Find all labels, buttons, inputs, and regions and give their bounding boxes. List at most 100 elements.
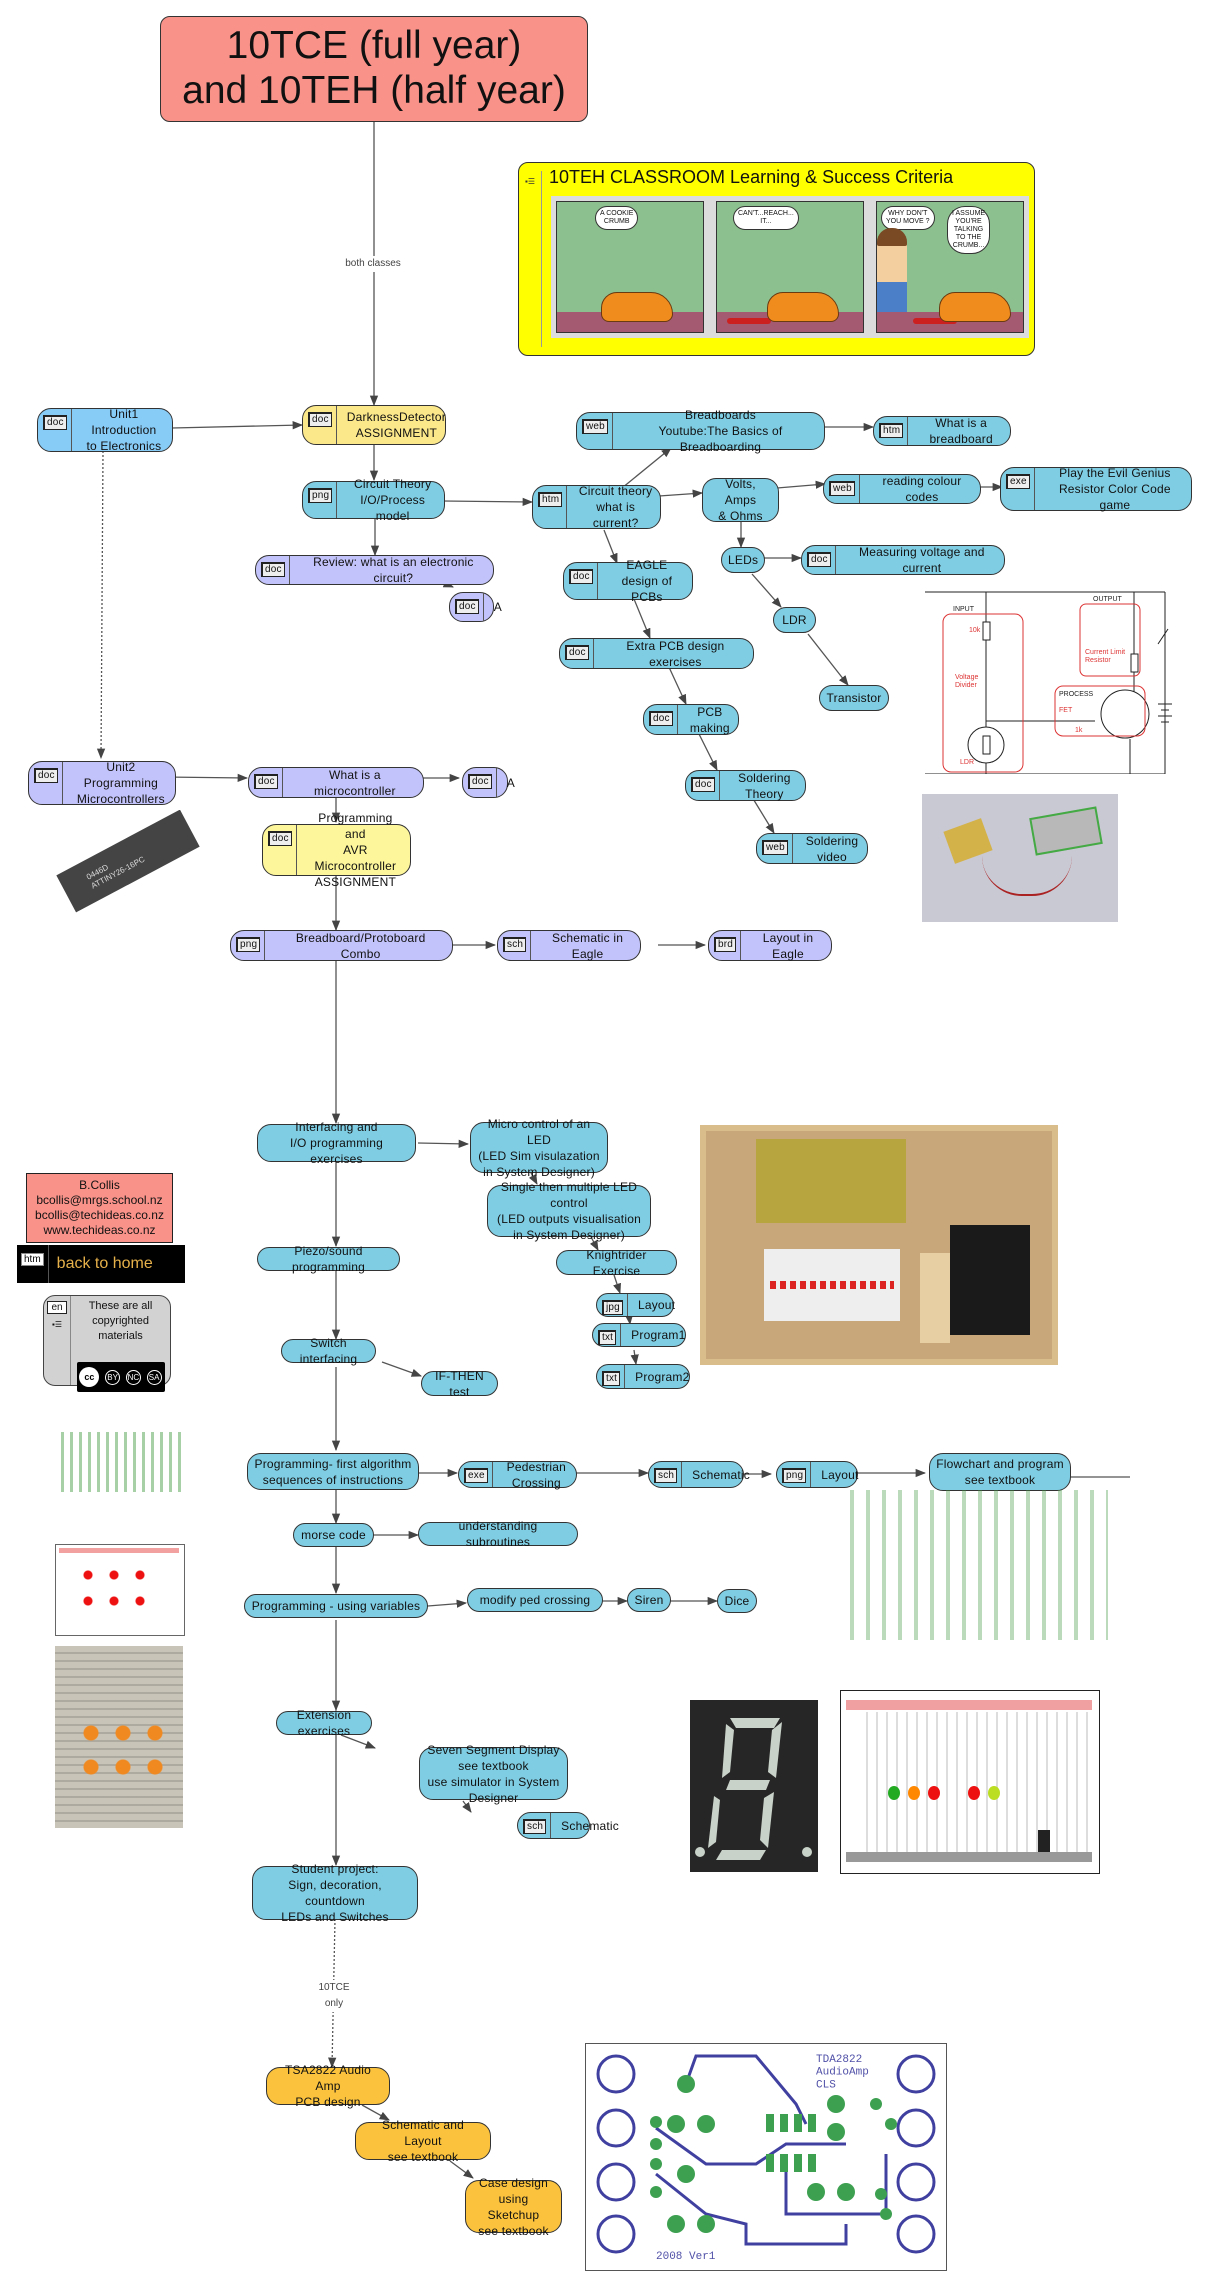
node-prog-first[interactable]: Programming- first algorithm sequences o… — [247, 1453, 419, 1490]
node-label: Schematic and Layout see textbook — [382, 2118, 464, 2164]
node-label: Schematic in Eagle — [552, 930, 624, 961]
node-transistor[interactable]: Transistor — [819, 685, 889, 711]
web-file-icon: web — [829, 481, 855, 496]
doc-file-icon: doc — [261, 562, 285, 577]
node-case-design[interactable]: Case design using Sketchup see textbook — [465, 2176, 562, 2238]
node-piezo[interactable]: Piezo/sound programming — [257, 1244, 400, 1274]
node-label: Flowchart and program see textbook — [936, 1457, 1064, 1487]
node-label: Unit2 Programming Microcontrollers — [76, 760, 165, 806]
node-schem-layout[interactable]: Schematic and Layout see textbook — [355, 2118, 491, 2164]
node-label: Soldering Theory — [738, 770, 791, 801]
node-knightrider[interactable]: Knightrider Exercise — [556, 1248, 677, 1278]
node-tsa-amp[interactable]: TSA2822 Audio Amp PCB design — [266, 2063, 390, 2109]
node-subroutines[interactable]: understanding subroutines — [418, 1519, 578, 1549]
node-label: Circuit Theory I/O/Process model — [354, 477, 432, 523]
png-file-icon: png — [782, 1468, 807, 1483]
node-label: Breadboards Youtube:The Basics of Breadb… — [658, 408, 783, 454]
node-label: Extra PCB design exercises — [626, 638, 725, 669]
dotted-edge — [96, 450, 106, 760]
node-ldr[interactable]: LDR — [773, 607, 816, 633]
cc-icon: cc — [79, 1367, 100, 1387]
node-interfacing[interactable]: Interfacing and I/O programming exercise… — [257, 1120, 416, 1166]
node-extra-pcb[interactable]: doc Extra PCB design exercises — [559, 638, 754, 669]
edge — [667, 664, 687, 705]
node-label: LEDs — [728, 553, 759, 567]
node-label: Play the Evil Genius Resistor Color Code… — [1058, 466, 1171, 512]
node-unit2[interactable]: doc Unit2 Programming Microcontrollers — [28, 760, 176, 806]
node-review[interactable]: doc Review: what is an electronic circuit… — [255, 555, 494, 585]
node-extension[interactable]: Extension exercises — [276, 1708, 372, 1738]
doc-file-icon: doc — [43, 415, 67, 430]
node-leds[interactable]: LEDs — [721, 547, 765, 573]
back-to-home-link[interactable]: htm back to home — [17, 1245, 185, 1283]
jpg-file-icon: jpg — [602, 1300, 623, 1315]
node-label: Program1 — [631, 1328, 686, 1342]
brd-file-icon: brd — [714, 937, 737, 952]
node-modify-ped[interactable]: modify ped crossing — [467, 1588, 603, 1612]
node-label: understanding subroutines — [458, 1519, 538, 1549]
sch-file-icon: sch — [523, 1819, 547, 1834]
node-switch[interactable]: Switch interfacing — [281, 1336, 376, 1366]
darkness-detector-photo — [922, 794, 1118, 922]
node-label: Extension exercises — [296, 1708, 352, 1738]
comic-panel-1: A COOKIE CRUMB — [556, 201, 704, 333]
edge-label-both-classes: both classes — [338, 256, 408, 272]
svg-text:OUTPUT: OUTPUT — [1093, 596, 1123, 603]
schematic-label: INPUT — [953, 606, 975, 613]
node-volts[interactable]: Volts, Amps & Ohms — [702, 477, 779, 523]
speech-bubble: I ASSUME YOU'RE TALKING TO THE CRUMB... — [947, 206, 991, 254]
doc-file-icon: doc — [468, 774, 492, 789]
node-multi-led[interactable]: Single then multiple LED control (LED ou… — [487, 1180, 651, 1242]
node-label: Review: what is an electronic circuit? — [313, 555, 474, 585]
node-dice[interactable]: Dice — [717, 1589, 757, 1613]
copyright-note[interactable]: en▪☰ These are all copyrighted materials… — [43, 1295, 171, 1392]
node-ifthen[interactable]: IF-THEN test — [421, 1369, 498, 1399]
doc-file-icon: doc — [565, 645, 589, 660]
doc-file-icon: doc — [268, 831, 292, 846]
edge — [751, 796, 775, 834]
node-label: PCB making — [689, 704, 730, 735]
node-student-project[interactable]: Student project: Sign, decoration, count… — [252, 1862, 418, 1924]
doc-file-icon: doc — [34, 768, 58, 783]
node-siren[interactable]: Siren — [627, 1588, 671, 1612]
author-contact: B.Collis bcollis@mrgs.school.nz bcollis@… — [26, 1173, 173, 1243]
node-variables[interactable]: Programming - using variables — [244, 1594, 428, 1618]
node-label: Dice — [724, 1594, 750, 1608]
node-micro-led[interactable]: Micro control of an LED (LED Sim visulaz… — [470, 1117, 608, 1179]
node-morse[interactable]: morse code — [293, 1523, 374, 1547]
copyright-text: These are all copyrighted materials — [88, 1300, 153, 1342]
node-label: Measuring voltage and current — [859, 545, 985, 575]
learning-criteria-panel[interactable]: ▪☰ 10TEH CLASSROOM Learning & Success Cr… — [518, 162, 1035, 356]
criteria-title: 10TEH CLASSROOM Learning & Success Crite… — [549, 167, 954, 187]
node-seven-seg[interactable]: Seven Segment Display see textbook use s… — [419, 1743, 568, 1805]
node-flowchart[interactable]: Flowchart and program see textbook — [929, 1453, 1071, 1491]
